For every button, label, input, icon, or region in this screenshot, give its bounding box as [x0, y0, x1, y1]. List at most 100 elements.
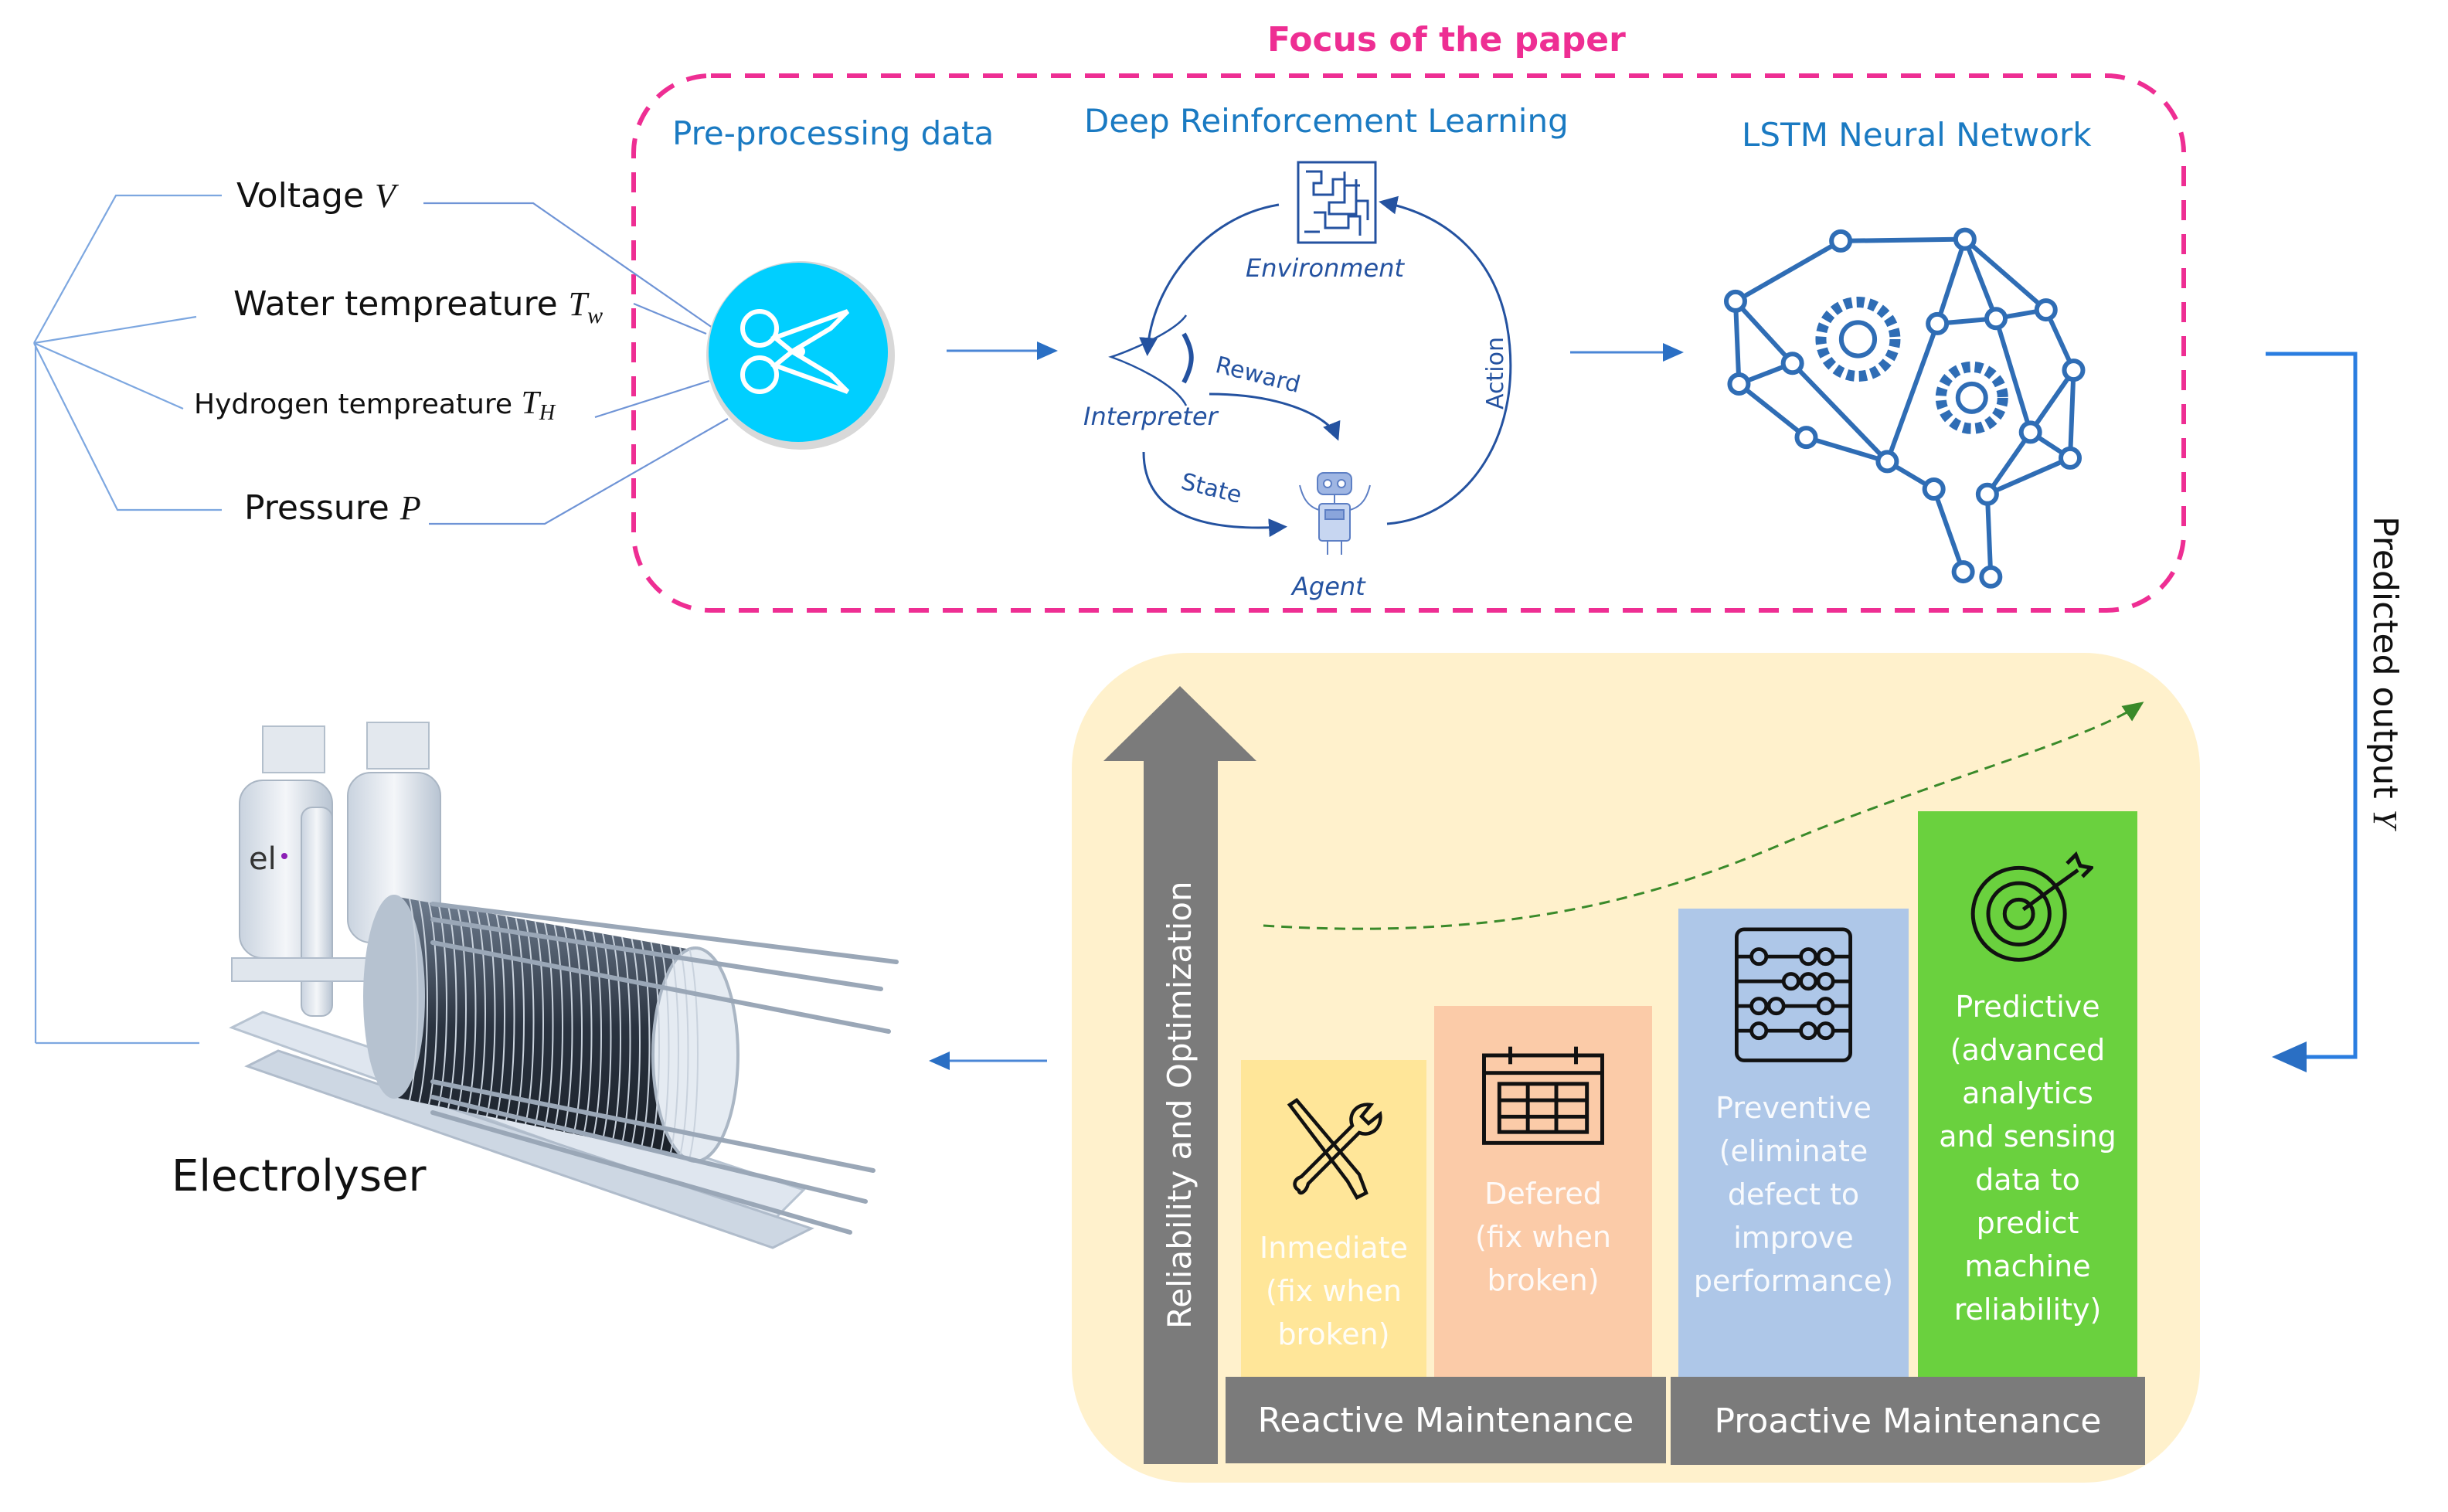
predicted-output-label: Predicted output Y — [2365, 516, 2405, 828]
predicted-output-symbol: Y — [2366, 809, 2404, 829]
brain-node — [1926, 311, 1950, 335]
input-hydrogen-temperature: Hydrogen tempreature TH — [194, 385, 555, 426]
brain-node — [1875, 450, 1899, 474]
stack-rib — [583, 929, 593, 1137]
abacus-icon — [1732, 924, 1855, 1071]
group-proactive: Proactive Maintenance — [1671, 1377, 2145, 1465]
electrolyser-label: Electrolyser — [172, 1151, 427, 1201]
strategy-detail-line: (eliminate — [1719, 1134, 1868, 1168]
input-voltage-label: Voltage — [236, 176, 365, 216]
stack-rib — [688, 949, 699, 1158]
brain-edge — [2068, 370, 2076, 458]
drl-title: Deep Reinforcement Learning — [1084, 102, 1569, 140]
strategy-detail-line: defect to — [1727, 1177, 1860, 1211]
strategy-detail-line: (advanced — [1950, 1033, 2106, 1067]
stack-rib — [631, 938, 641, 1147]
input-pressure-symbol: P — [400, 489, 421, 527]
input-hydrogen-temperature-subscript: H — [539, 401, 556, 426]
stack-rib — [602, 933, 612, 1140]
brain-edge — [2028, 369, 2076, 434]
lstm-title: LSTM Neural Network — [1742, 116, 2092, 154]
brain-node — [1794, 426, 1818, 450]
brain-network-icon — [1723, 227, 2086, 589]
predicted-output-text: Predicted output — [2365, 516, 2405, 799]
brain-edge — [1985, 430, 2033, 496]
environment-label: Environment — [1246, 253, 1405, 283]
brain-edge — [1805, 435, 1889, 464]
brain-node — [2018, 420, 2042, 444]
brain-node — [1922, 477, 1946, 501]
feedback-bracket — [2266, 352, 2358, 1072]
gear-icon — [1815, 296, 1901, 382]
input-hydrogen-temperature-label: Hydrogen tempreature — [194, 389, 513, 420]
input-bracket — [33, 194, 222, 1045]
strategy-bar-preventive: Preventive (eliminate defect to improve perf… — [1678, 909, 1909, 1377]
strategy-detail-line: predict — [1976, 1206, 2079, 1240]
stack-rib — [650, 942, 660, 1150]
brain-edge — [1931, 488, 1966, 573]
strategy-name: Inmediate — [1260, 1231, 1408, 1265]
reliability-axis-label: Reliability and Optimization — [1161, 881, 1198, 1329]
brain-node — [1727, 372, 1751, 396]
brain-node — [1780, 352, 1804, 375]
brain-node — [2059, 446, 2082, 470]
calendar-icon — [1477, 1037, 1609, 1157]
brain-edge — [1963, 238, 1998, 320]
brain-edge — [1994, 318, 2033, 433]
input-pressure: Pressure P — [244, 488, 421, 528]
brain-node — [2062, 358, 2086, 382]
strategy-detail-line: broken) — [1277, 1317, 1390, 1351]
strategy-detail-line: (fix when — [1266, 1274, 1402, 1308]
environment-maze-icon — [1297, 161, 1377, 244]
brain-edge — [1733, 299, 1794, 365]
strategy-detail-line: and sensing — [1939, 1120, 2116, 1154]
stack-rib — [592, 931, 602, 1139]
input-pressure-label: Pressure — [244, 488, 389, 528]
strategy-detail-line: analytics — [1962, 1076, 2093, 1110]
stack-rib — [660, 943, 670, 1152]
input-hydrogen-temperature-symbol: T — [521, 386, 539, 421]
brain-node — [1829, 229, 1853, 253]
strategy-detail-line: improve — [1733, 1221, 1854, 1255]
brain-edge — [1732, 301, 1742, 385]
brain-node — [1975, 482, 1999, 506]
interpreter-label: Interpreter — [1083, 402, 1218, 431]
input-water-temperature-subscript: w — [587, 302, 604, 328]
brain-edge — [1734, 239, 1842, 304]
tools-icon — [1276, 1091, 1392, 1211]
drl-cycle — [1139, 195, 1512, 538]
stack-rib — [641, 940, 651, 1148]
stack-rib — [679, 947, 689, 1157]
action-label: Action — [1482, 337, 1509, 409]
brain-node — [1951, 560, 1975, 584]
input-connectors — [423, 202, 729, 525]
brain-edge — [1935, 238, 1967, 324]
brain-edge — [1790, 362, 1889, 464]
brain-edge — [1885, 322, 1940, 463]
brain-node — [2034, 298, 2058, 322]
strategy-bar-inmediate: Inmediate (fix when broken) — [1241, 1060, 1426, 1377]
agent-label: Agent — [1292, 572, 1365, 601]
strategy-detail-line: reliability) — [1953, 1293, 2102, 1327]
brain-edge — [1737, 382, 1808, 440]
focus-title: Focus of the paper — [1267, 20, 1626, 59]
target-icon — [1962, 850, 2096, 970]
stack-rib — [611, 935, 621, 1143]
input-water-temperature: Water tempreature Tw — [233, 284, 603, 329]
stack-rib — [409, 899, 419, 1101]
input-voltage: Voltage V — [236, 176, 396, 216]
input-water-temperature-label: Water tempreature — [233, 284, 558, 324]
strategy-detail-line: broken) — [1487, 1263, 1600, 1297]
stack-rib — [573, 928, 583, 1134]
brain-edge — [1841, 236, 1965, 243]
strategy-detail-line: data to — [1975, 1163, 2080, 1197]
brain-edge — [1963, 237, 2048, 312]
stack-rib — [669, 945, 679, 1154]
strategy-detail-line: performance) — [1693, 1264, 1894, 1298]
stack-rib — [621, 936, 631, 1144]
brand-logo-text: el — [249, 841, 277, 877]
gear-hub — [1955, 381, 1988, 414]
strategy-name: Preventive — [1715, 1091, 1872, 1125]
